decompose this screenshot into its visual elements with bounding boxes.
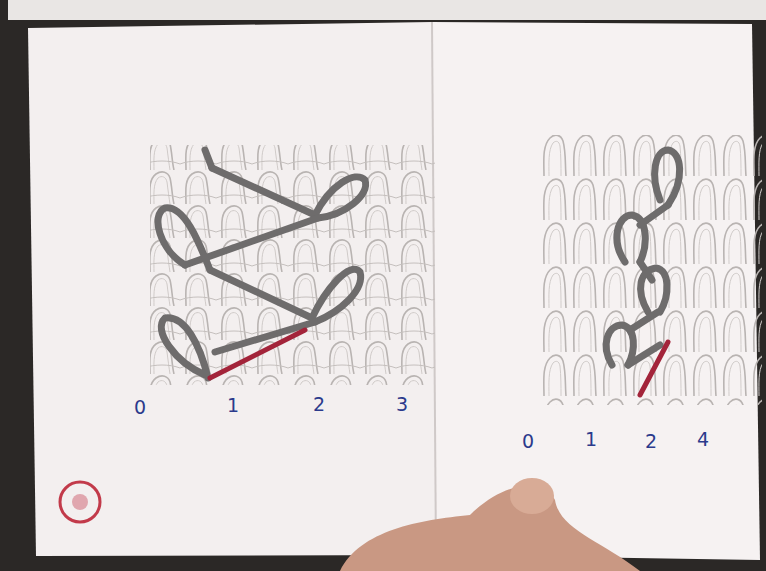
column-number: 2 — [645, 432, 657, 451]
column-number: 1 — [585, 430, 597, 449]
stamp — [72, 494, 88, 510]
knit-lattice — [540, 135, 762, 405]
page-edge — [8, 0, 766, 20]
red-underlap — [640, 342, 668, 395]
column-number: 1 — [227, 396, 239, 415]
fingertip — [510, 478, 554, 514]
column-number: 0 — [134, 398, 146, 417]
red-underlap — [210, 330, 305, 378]
hand — [340, 486, 640, 571]
knit-lattice — [150, 145, 435, 385]
left-page — [28, 22, 436, 556]
column-number: 4 — [697, 430, 709, 449]
lapping-path — [158, 150, 366, 378]
lapping-path — [606, 150, 680, 365]
column-number: 2 — [313, 395, 325, 414]
column-number: 0 — [522, 432, 534, 451]
stamp — [60, 482, 100, 522]
column-number: 3 — [396, 395, 408, 414]
